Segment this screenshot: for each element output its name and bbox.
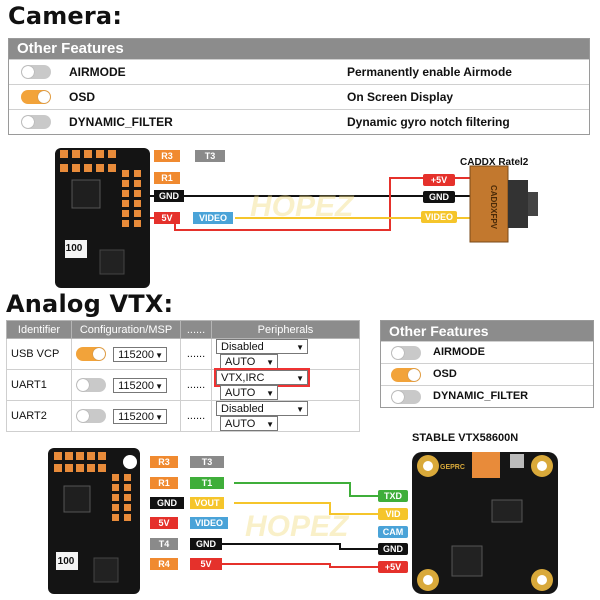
feature-name: AIRMODE xyxy=(69,65,126,79)
vtx-label-gnd: GND xyxy=(378,543,408,555)
dots-cell: ...... xyxy=(180,369,212,401)
feature-row-airmode: AIRMODE xyxy=(381,341,593,363)
vtx-fc-label-r3: R3 xyxy=(150,456,178,468)
vtx-fc-label-r1: R1 xyxy=(150,477,178,489)
col-identifier: Identifier xyxy=(6,320,72,339)
col-configuration: Configuration/MSP xyxy=(71,320,181,339)
feature-name: OSD xyxy=(69,90,96,104)
feature-description: Permanently enable Airmode xyxy=(347,65,512,79)
osd-toggle[interactable] xyxy=(391,368,421,382)
camera-name: CADDX Ratel2 xyxy=(460,157,529,168)
feature-name: AIRMODE xyxy=(433,346,485,358)
airmode-toggle[interactable] xyxy=(21,65,51,79)
feature-row-osd: OSD xyxy=(381,363,593,385)
ports-table: Identifier Configuration/MSP ...... Peri… xyxy=(6,320,360,432)
peripheral-select[interactable]: VTX,IRC Tamp▼ xyxy=(214,368,310,399)
vtx-fc-label-gnd-2: GND xyxy=(190,538,222,550)
fc-label-t3: T3 xyxy=(195,150,225,162)
vtx-fc-label-t1: T1 xyxy=(190,477,224,489)
col-dots: ...... xyxy=(180,320,212,339)
camera-heading: Camera: xyxy=(8,2,123,30)
feature-name: DYNAMIC_FILTER xyxy=(69,115,173,129)
feature-row-dynamic-filter: DYNAMIC_FILTER Dynamic gyro notch filter… xyxy=(9,109,589,134)
baud-select[interactable]: 115200▼ xyxy=(113,346,168,362)
vtx-name: STABLE VTX58600N xyxy=(412,432,519,444)
dots-cell: ...... xyxy=(180,338,212,370)
feature-description: Dynamic gyro notch filtering xyxy=(347,115,510,129)
msp-toggle[interactable] xyxy=(76,347,106,361)
col-peripherals: Peripherals xyxy=(211,320,360,339)
fc-label-r1: R1 xyxy=(154,172,180,184)
fc-label-video: VIDEO xyxy=(193,212,233,224)
vtx-fc-label-t4: T4 xyxy=(150,538,178,550)
port-id: UART1 xyxy=(6,369,72,401)
peripheral-select[interactable]: Disabled▼ xyxy=(216,401,308,416)
cam-label-5v: +5V xyxy=(423,174,455,186)
vtx-label-vid: VID xyxy=(378,508,408,520)
vtx-fc-label-gnd: GND xyxy=(150,497,184,509)
peripheral-select[interactable]: Disabled▼ xyxy=(216,339,308,354)
vtx-board xyxy=(412,452,558,594)
fc-chip-label-2: 100 xyxy=(57,556,75,567)
airmode-toggle[interactable] xyxy=(391,346,421,360)
vtx-fc-label-r4: R4 xyxy=(150,558,178,570)
fc-label-5v: 5V xyxy=(154,212,180,224)
port-id: USB VCP xyxy=(6,338,72,370)
vtx-panel-title: Other Features xyxy=(381,321,593,341)
vtx-brand: GEPRC xyxy=(440,464,465,471)
cam-label-gnd: GND xyxy=(423,191,455,203)
vtx-features-panel: Other Features AIRMODE OSD DYNAMIC_FILTE… xyxy=(380,320,594,408)
vtx-fc-label-video: VIDEO xyxy=(190,517,228,529)
vtx-label-5v: +5V xyxy=(378,561,408,573)
rate-select[interactable]: AUTO▼ xyxy=(220,385,278,400)
table-row: UART1 115200▼ ...... VTX,IRC Tamp▼ AUTO▼ xyxy=(6,368,360,401)
table-row: UART2 115200▼ ...... Disabled▼ AUTO▼ xyxy=(6,400,360,432)
msp-toggle[interactable] xyxy=(76,378,106,392)
dynamic-filter-toggle[interactable] xyxy=(21,115,51,129)
msp-toggle[interactable] xyxy=(76,409,106,423)
rate-select[interactable]: AUTO▼ xyxy=(220,354,278,369)
feature-description: On Screen Display xyxy=(347,90,454,104)
watermark-bottom: HOPEZ xyxy=(245,510,349,543)
vtx-label-txd: TXD xyxy=(378,490,408,502)
vtx-fc-label-t3: T3 xyxy=(190,456,224,468)
camera-panel-title: Other Features xyxy=(9,39,589,59)
baud-select[interactable]: 115200▼ xyxy=(113,408,168,424)
fc-chip-label: 100 xyxy=(65,243,83,254)
camera-body xyxy=(469,165,509,243)
rate-select[interactable]: AUTO▼ xyxy=(220,416,278,431)
vtx-wiring-diagram xyxy=(48,448,558,594)
feature-row-dynamic-filter: DYNAMIC_FILTER xyxy=(381,385,593,407)
feature-name: OSD xyxy=(433,368,457,380)
vtx-fc-label-vout: VOUT xyxy=(190,497,224,509)
watermark-top: HOPEZ xyxy=(250,190,354,223)
feature-name: DYNAMIC_FILTER xyxy=(433,390,529,402)
baud-select[interactable]: 115200▼ xyxy=(113,377,168,393)
dots-cell: ...... xyxy=(180,400,212,432)
feature-row-osd: OSD On Screen Display xyxy=(9,84,589,109)
fc-label-gnd: GND xyxy=(154,190,184,202)
vtx-fc-label-5v-2: 5V xyxy=(190,558,222,570)
port-id: UART2 xyxy=(6,400,72,432)
feature-row-airmode: AIRMODE Permanently enable Airmode xyxy=(9,59,589,84)
camera-wiring-diagram xyxy=(55,148,538,288)
fc-label-r3: R3 xyxy=(154,150,180,162)
vtx-heading: Analog VTX: xyxy=(6,290,174,318)
dynamic-filter-toggle[interactable] xyxy=(391,390,421,404)
cam-label-video: VIDEO xyxy=(421,211,457,223)
vtx-fc-label-5v: 5V xyxy=(150,517,178,529)
table-row: USB VCP 115200▼ ...... Disabled▼ AUTO▼ xyxy=(6,338,360,370)
osd-toggle[interactable] xyxy=(21,90,51,104)
camera-features-panel: Other Features AIRMODE Permanently enabl… xyxy=(8,38,590,135)
vtx-label-cam: CAM xyxy=(378,526,408,538)
camera-body-text: CADDXFPV xyxy=(489,184,498,229)
